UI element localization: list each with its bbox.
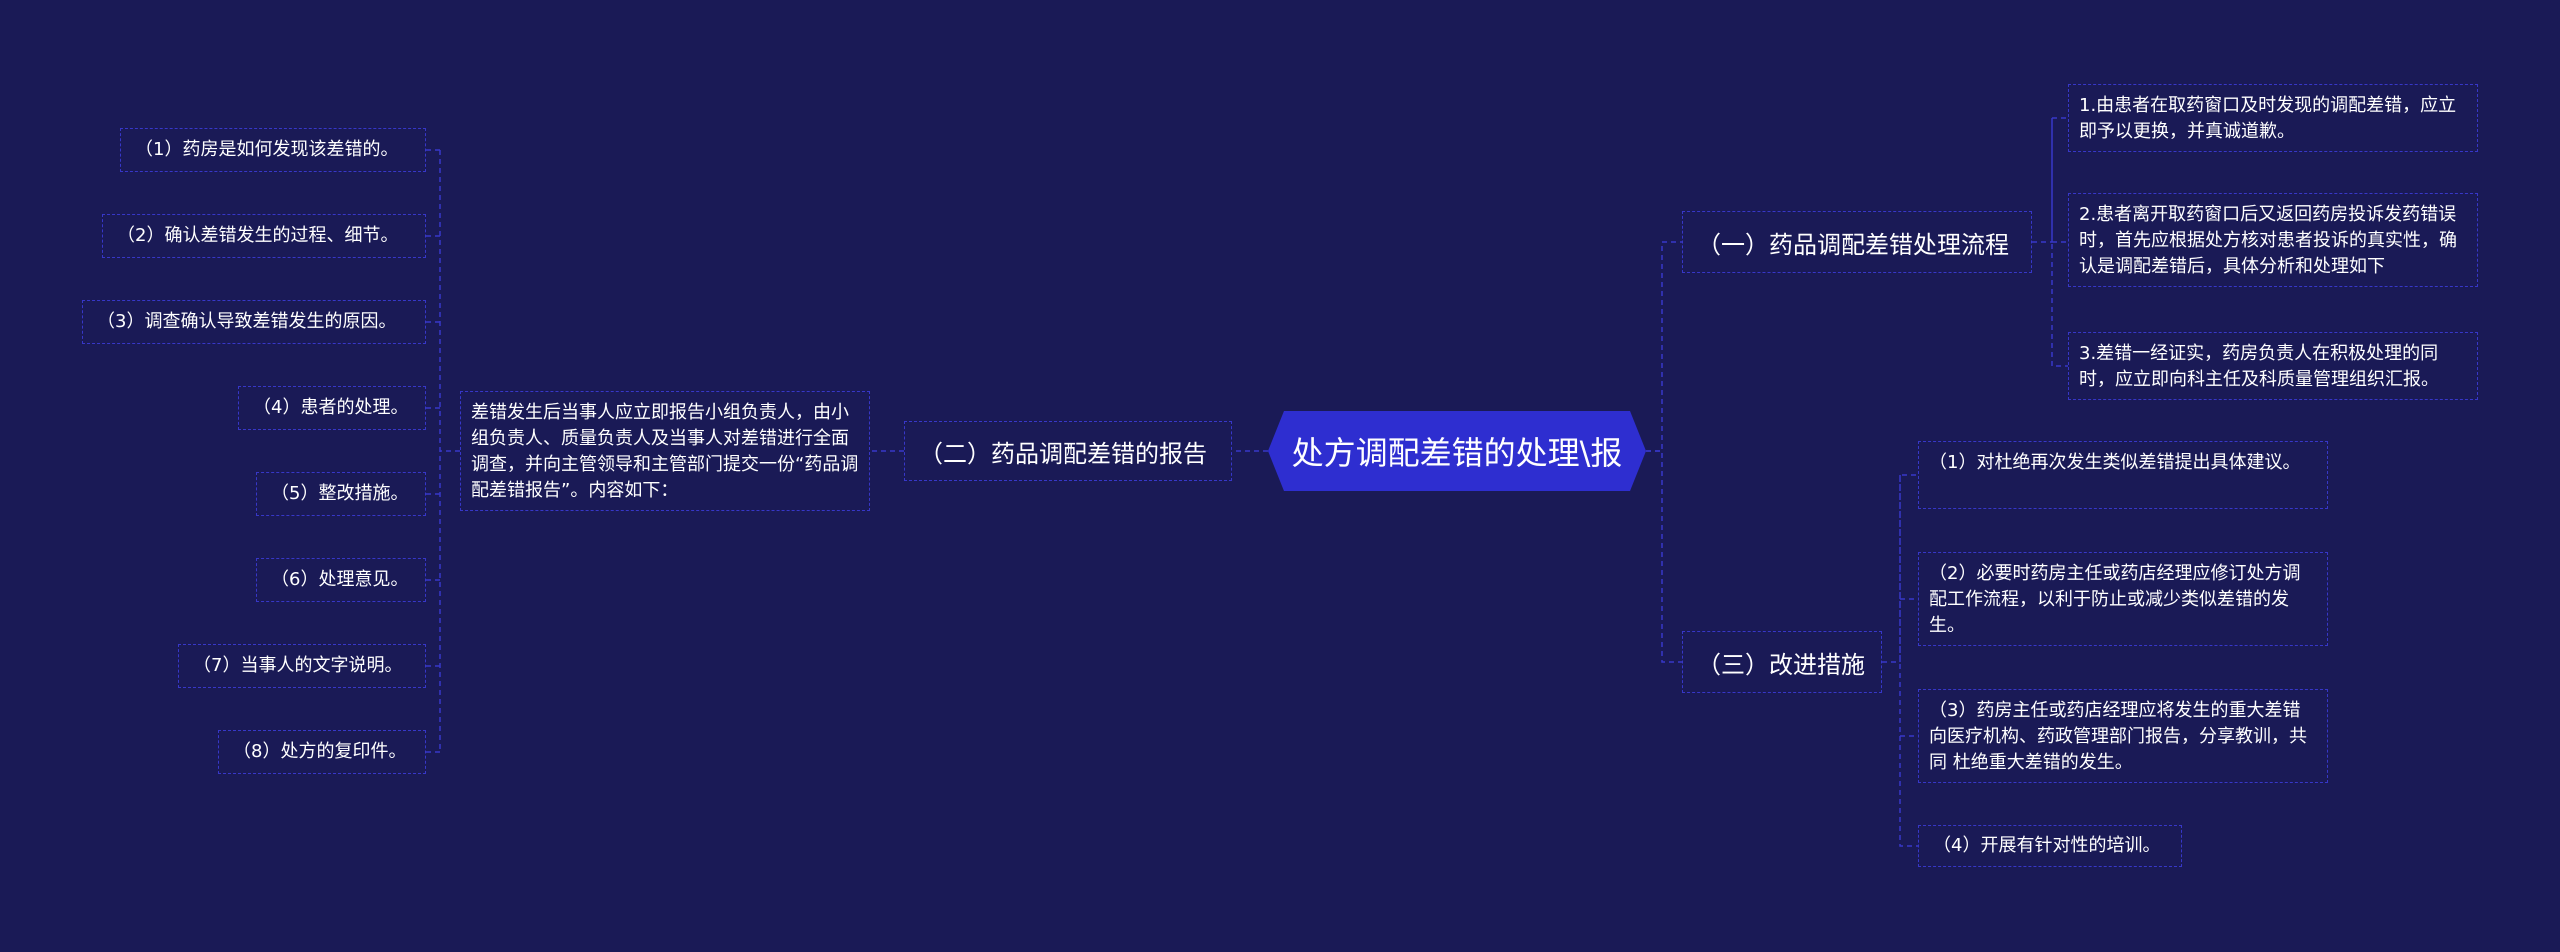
branch3-item-1[interactable]: （1）对杜绝再次发生类似差错提出具体建议。: [1918, 441, 2328, 509]
branch-improvements[interactable]: （三）改进措施: [1682, 631, 1882, 693]
branch2-item-3[interactable]: （3）调查确认导致差错发生的原因。: [82, 300, 426, 344]
branch2-item-8-text: （8）处方的复印件。: [233, 741, 407, 762]
branch2-item-8[interactable]: （8）处方的复印件。: [218, 730, 426, 774]
branch3-item-4[interactable]: （4）开展有针对性的培训。: [1918, 825, 2182, 867]
branch1-item-3[interactable]: 3.差错一经证实，药房负责人在积极处理的同时，应立即向科主任及科质量管理组织汇报…: [2068, 332, 2478, 400]
branch1-item-2[interactable]: 2.患者离开取药窗口后又返回药房投诉发药错误时，首先应根据处方核对患者投诉的真实…: [2068, 193, 2478, 287]
link-branch3-items: [1882, 474, 1918, 847]
link-detail-items: [426, 149, 460, 753]
branch-handling-process-label: （一）药品调配差错处理流程: [1697, 230, 2009, 259]
branch1-item-3-text: 3.差错一经证实，药房负责人在积极处理的同时，应立即向科主任及科质量管理组织汇报…: [2079, 343, 2439, 390]
link-branch1-items: [2032, 117, 2068, 367]
branch3-item-4-text: （4）开展有针对性的培训。: [1933, 835, 2161, 856]
branch2-item-5[interactable]: （5）整改措施。: [256, 472, 426, 516]
branch-error-report[interactable]: （二）药品调配差错的报告: [904, 421, 1232, 481]
link-root-branch3: [1646, 450, 1682, 663]
root-topic-label: 处方调配差错的处理\报: [1291, 434, 1623, 472]
branch2-item-4-text: （4）患者的处理。: [253, 397, 409, 418]
branch2-item-6[interactable]: （6）处理意见。: [256, 558, 426, 602]
branch-handling-process[interactable]: （一）药品调配差错处理流程: [1682, 211, 2032, 273]
root-hexagon-shape: [1268, 411, 1646, 491]
branch2-detail[interactable]: 差错发生后当事人应立即报告小组负责人，由小组负责人、质量负责人及当事人对差错进行…: [460, 391, 870, 511]
branch2-item-3-text: （3）调查确认导致差错发生的原因。: [97, 311, 397, 332]
branch2-detail-text: 差错发生后当事人应立即报告小组负责人，由小组负责人、质量负责人及当事人对差错进行…: [471, 402, 859, 501]
branch2-item-2[interactable]: （2）确认差错发生的过程、细节。: [102, 214, 426, 258]
branch3-item-3[interactable]: （3）药房主任或药店经理应将发生的重大差错向医疗机构、药政管理部门报告，分享教训…: [1918, 689, 2328, 783]
branch2-item-6-text: （6）处理意见。: [271, 569, 409, 590]
branch2-item-2-text: （2）确认差错发生的过程、细节。: [117, 225, 399, 246]
branch3-item-2-text: （2）必要时药房主任或药店经理应修订处方调配工作流程，以利于防止或减少类似差错的…: [1929, 563, 2301, 636]
branch-error-report-label: （二）药品调配差错的报告: [919, 439, 1207, 468]
root-topic[interactable]: 处方调配差错的处理\报: [1268, 411, 1646, 491]
branch1-item-2-text: 2.患者离开取药窗口后又返回药房投诉发药错误时，首先应根据处方核对患者投诉的真实…: [2079, 204, 2457, 277]
branch3-item-1-text: （1）对杜绝再次发生类似差错提出具体建议。: [1929, 452, 2301, 473]
branch2-item-7[interactable]: （7）当事人的文字说明。: [178, 644, 426, 688]
branch2-item-7-text: （7）当事人的文字说明。: [193, 655, 403, 676]
branch1-item-1-text: 1.由患者在取药窗口及时发现的调配差错，应立即予以更换，并真诚道歉。: [2079, 95, 2457, 142]
branch-improvements-label: （三）改进措施: [1697, 650, 1865, 679]
link-root-branch1: [1646, 241, 1682, 452]
branch2-item-5-text: （5）整改措施。: [271, 483, 409, 504]
branch2-item-4[interactable]: （4）患者的处理。: [238, 386, 426, 430]
branch2-item-1-text: （1）药房是如何发现该差错的。: [135, 139, 399, 160]
branch3-item-2[interactable]: （2）必要时药房主任或药店经理应修订处方调配工作流程，以利于防止或减少类似差错的…: [1918, 552, 2328, 646]
branch1-item-1[interactable]: 1.由患者在取药窗口及时发现的调配差错，应立即予以更换，并真诚道歉。: [2068, 84, 2478, 152]
branch3-item-3-text: （3）药房主任或药店经理应将发生的重大差错向医疗机构、药政管理部门报告，分享教训…: [1929, 700, 2307, 773]
branch2-item-1[interactable]: （1）药房是如何发现该差错的。: [120, 128, 426, 172]
